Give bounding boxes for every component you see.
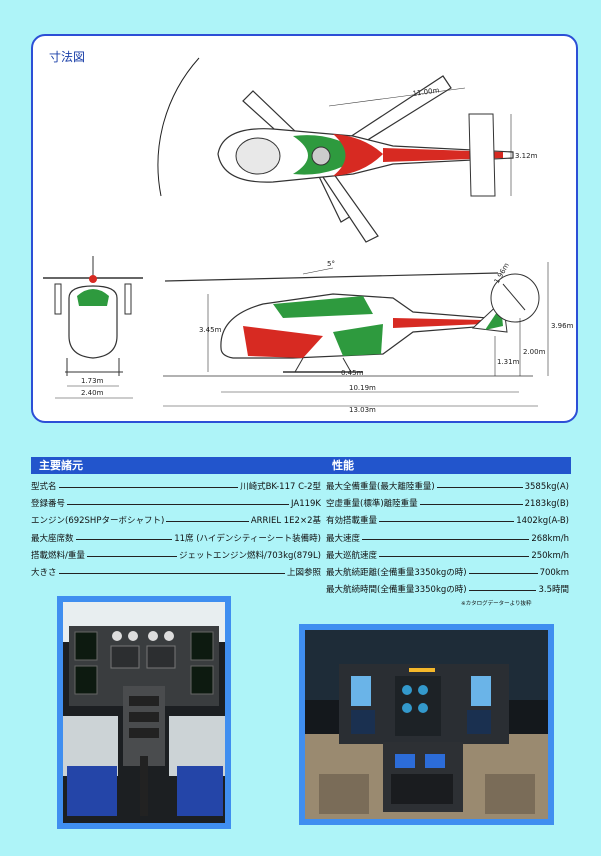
spec-label: 最大航続距離(全備重量3350kgの時) xyxy=(326,567,467,578)
cockpit-photo-2-image xyxy=(305,630,548,819)
leader-line xyxy=(468,590,537,592)
spec-label: 登録番号 xyxy=(31,499,66,510)
spec-row: 最大全備重量(最大離陸重量) 3585kg(A) xyxy=(326,479,569,496)
spec-value: 268km/h xyxy=(531,533,569,544)
leader-line xyxy=(67,504,290,506)
spec-value: 1402kg(A-B) xyxy=(516,516,569,527)
spec-label: 最大航続時間(全備重量3350kgの時) xyxy=(326,585,467,596)
spec-row: 最大航続時間(全備重量3350kgの時) 3.5時間 xyxy=(326,582,569,599)
dim-overall-length: 13.03m xyxy=(349,406,376,414)
spec-row: エンジン(692SHPターボシャフト) ARRIEL 1E2×2基 xyxy=(31,513,321,530)
spec-value: 2183kg(B) xyxy=(524,499,569,510)
spec-row: 最大航続距離(全備重量3350kgの時) 700km xyxy=(326,565,569,582)
dim-height-345: 3.45m xyxy=(199,326,222,334)
spec-label: 有効搭載重量 xyxy=(326,516,378,527)
dim-tail-height-top: 3.12m xyxy=(515,152,538,160)
main-specs-list: 型式名 川崎式BK-117 C-2型 登録番号 JA119K エンジン(692SHP… xyxy=(31,479,321,582)
cockpit-photo-1-image xyxy=(63,602,225,823)
section-bar-performance: 性能 xyxy=(324,457,571,474)
catalog-note: ※カタログデーターより抜粋 xyxy=(461,601,532,607)
dim-front-width-173: 1.73m xyxy=(81,377,104,385)
dim-ground-045: 0.45m xyxy=(341,369,364,377)
performance-list: 最大全備重量(最大離陸重量) 3585kg(A) 空虚重量(標準)離陸重量 2183… xyxy=(326,479,569,599)
spec-value: 3.5時間 xyxy=(538,585,569,596)
leader-line xyxy=(86,555,177,557)
dim-height-131: 1.31m xyxy=(497,358,520,366)
leader-line xyxy=(419,504,523,506)
spec-label: 最大全備重量(最大離陸重量) xyxy=(326,482,435,492)
leader-line xyxy=(468,573,538,575)
dim-fuselage-length: 10.19m xyxy=(349,384,376,392)
leader-line xyxy=(379,521,515,523)
spec-row: 空虚重量(標準)離陸重量 2183kg(B) xyxy=(326,496,569,513)
dimension-diagram-panel: 寸法図 11.00m 3.12m xyxy=(31,34,578,423)
dim-front-width-240: 2.40m xyxy=(81,389,104,397)
main-specs-title: 主要諸元 xyxy=(39,459,83,472)
spec-row: 搭載燃料/重量 ジェットエンジン燃料/703kg(879L) xyxy=(31,548,321,565)
spec-row: 登録番号 JA119K xyxy=(31,496,321,513)
spec-label: エンジン(692SHPターボシャフト) xyxy=(31,516,165,527)
dim-height-200: 2.00m xyxy=(523,348,546,356)
leader-line xyxy=(362,538,530,540)
spec-value: ARRIEL 1E2×2基 xyxy=(250,516,321,527)
dim-rotor-diameter: 11.00m xyxy=(412,86,440,98)
spec-label: 最大座席数 xyxy=(31,533,74,544)
spec-value: 上図参照 xyxy=(286,567,321,578)
spec-label: 大きさ xyxy=(31,567,57,578)
leader-line xyxy=(379,555,530,557)
spec-label: 型式名 xyxy=(31,482,57,492)
spec-value: 250km/h xyxy=(531,550,569,561)
leader-line xyxy=(58,487,239,489)
leader-line xyxy=(75,538,173,540)
leader-line xyxy=(436,487,523,489)
dim-rotor-tilt: 5° xyxy=(327,260,335,268)
performance-title: 性能 xyxy=(332,459,354,472)
front-view: 1.73m 2.40m xyxy=(43,256,143,399)
spec-row: 型式名 川崎式BK-117 C-2型 xyxy=(31,479,321,496)
spec-label: 搭載燃料/重量 xyxy=(31,550,85,561)
helicopter-drawings: 11.00m 3.12m 1.73m 2.40m 5° xyxy=(43,57,574,414)
spec-value: 700km xyxy=(539,567,569,578)
section-bar-main-specs: 主要諸元 xyxy=(31,457,324,474)
spec-label: 最大速度 xyxy=(326,533,361,544)
spec-row: 最大座席数 11席 (ハイデンシティーシート装備時) xyxy=(31,531,321,548)
spec-value: 11席 (ハイデンシティーシート装備時) xyxy=(174,533,321,544)
spec-value: 川崎式BK-117 C-2型 xyxy=(240,482,321,492)
top-view: 11.00m 3.12m xyxy=(157,57,538,243)
leader-line xyxy=(166,521,249,523)
spec-value: 3585kg(A) xyxy=(524,482,569,492)
cockpit-photo-1 xyxy=(57,596,231,829)
spec-label: 最大巡航速度 xyxy=(326,550,378,561)
spec-value: ジェットエンジン燃料/703kg(879L) xyxy=(179,550,321,561)
dim-height-396: 3.96m xyxy=(551,322,574,330)
diagram-title: 寸法図 xyxy=(49,50,86,64)
spec-row: 大きさ 上図参照 xyxy=(31,565,321,582)
spec-row: 有効搭載重量 1402kg(A-B) xyxy=(326,513,569,530)
spec-value: JA119K xyxy=(291,499,321,510)
side-view: 5° 3.45m 3.96m 2.00m 1.31m 1.96m 0.45m xyxy=(163,260,574,414)
spec-row: 最大速度 268km/h xyxy=(326,531,569,548)
spec-label: 空虚重量(標準)離陸重量 xyxy=(326,499,418,510)
leader-line xyxy=(58,573,285,575)
spec-row: 最大巡航速度 250km/h xyxy=(326,548,569,565)
cockpit-photo-2 xyxy=(299,624,554,825)
